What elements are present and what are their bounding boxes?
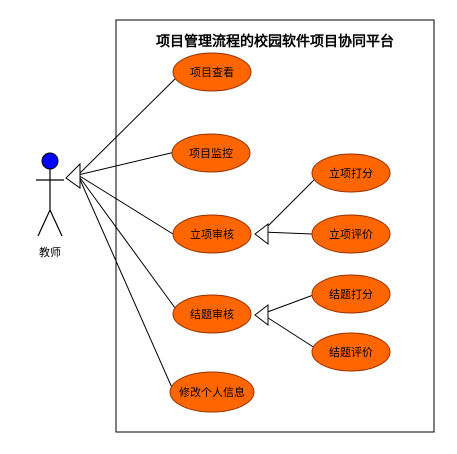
usecase-label: 立项审核 (190, 227, 234, 241)
usecase-shape (311, 153, 391, 193)
usecase-label: 项目监控 (189, 146, 233, 160)
usecase-label: 结题评价 (329, 346, 373, 359)
usecase-shape (172, 294, 252, 334)
close-generalizations (254, 293, 319, 351)
usecase-shape (311, 332, 391, 372)
usecase-shape (169, 371, 255, 413)
association-profile (77, 174, 174, 391)
usecase-shape (311, 274, 391, 314)
usecase-label: 项目查看 (190, 65, 234, 79)
usecase-label: 立项打分 (329, 166, 373, 180)
usecase-view[interactable]: 项目查看 (172, 52, 252, 92)
usecase-monitor[interactable]: 项目监控 (171, 133, 251, 173)
generalization-arrowhead-approve (254, 222, 269, 246)
association-approve (77, 174, 174, 235)
generalization-close-score (261, 293, 317, 315)
generalization-approve-eval (261, 231, 313, 235)
usecase-close-score[interactable]: 结题打分 (311, 274, 391, 314)
usecase-approve-score[interactable]: 立项打分 (311, 153, 391, 193)
usecase-label: 结题打分 (329, 287, 373, 301)
generalization-close-eval (261, 313, 319, 351)
association-arrowhead (65, 162, 81, 189)
actor-name: 教师 (39, 246, 61, 259)
usecase-shape (171, 133, 251, 173)
association-monitor (77, 151, 176, 176)
generalization-arrowhead-close (254, 303, 269, 327)
usecase-close-eval[interactable]: 结题评价 (311, 332, 391, 372)
association-close (77, 174, 179, 313)
usecase-approve-eval[interactable]: 立项评价 (311, 214, 391, 254)
usecase-label: 立项评价 (329, 227, 373, 241)
actor-associations (65, 73, 181, 391)
association-view (77, 73, 181, 176)
actor-body (36, 169, 64, 237)
approve-generalizations (254, 175, 319, 246)
usecase-close[interactable]: 结题审核 (172, 294, 252, 334)
actor-head (41, 152, 59, 170)
usecase-label: 结题审核 (190, 307, 234, 321)
actor-teacher[interactable]: 教师 (36, 152, 64, 259)
usecase-profile[interactable]: 修改个人信息 (169, 371, 255, 413)
system-title: 项目管理流程的校园软件项目协同平台 (156, 33, 394, 50)
usecase-shape (311, 214, 391, 254)
usecase-label: 修改个人信息 (179, 385, 245, 399)
usecase-shape (172, 214, 252, 254)
generalization-approve-score (261, 175, 319, 233)
usecase-approve[interactable]: 立项审核 (172, 214, 252, 254)
usecase-shape (172, 52, 252, 92)
